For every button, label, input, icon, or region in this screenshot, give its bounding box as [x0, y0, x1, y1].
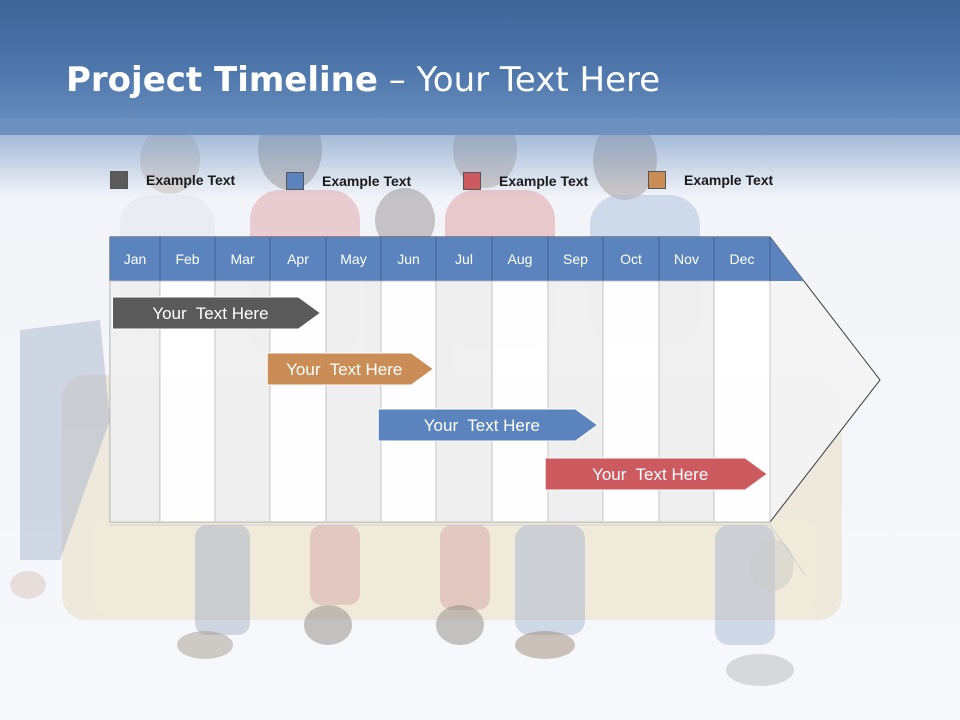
month-label: Jan [124, 251, 147, 267]
legend-swatch [463, 172, 481, 190]
month-label: Oct [620, 251, 642, 267]
timeline-bar[interactable]: Your Text Here [112, 296, 322, 330]
legend-swatch [648, 171, 666, 189]
title-band [0, 0, 960, 135]
month-label: Sep [563, 251, 588, 267]
timeline-bar-shape [377, 408, 599, 442]
slide-title: Project Timeline – Your Text Here [66, 60, 660, 100]
month-label: Jun [397, 251, 420, 267]
slide-title-rest: – Your Text Here [377, 60, 661, 100]
legend-swatch [110, 171, 128, 189]
month-label: Aug [508, 251, 533, 267]
slide-title-bold: Project Timeline [66, 60, 378, 100]
month-column [380, 280, 437, 523]
month-column [435, 280, 493, 523]
month-columns [109, 237, 771, 523]
legend-label: Example Text [499, 173, 589, 189]
timeline-bar-label: Your Text Here [286, 360, 402, 379]
month-label: Mar [230, 251, 254, 267]
timeline-bar-label: Your Text Here [592, 465, 708, 484]
timeline-bar[interactable]: Your Text Here [266, 352, 435, 386]
month-label: Apr [287, 251, 309, 267]
legend-label: Example Text [322, 173, 412, 189]
month-column [325, 280, 382, 523]
legend-label: Example Text [684, 172, 774, 188]
month-labels: Jan Feb Mar Apr May Jun Jul Aug Sep Oct Nov Dec [124, 251, 755, 267]
timeline-bar-shape [112, 296, 322, 330]
legend-label: Example Text [146, 172, 236, 188]
month-label: Feb [175, 251, 199, 267]
timeline-bar[interactable]: Your Text Here [377, 408, 599, 442]
legend-swatch [286, 172, 304, 190]
timeline-bar-shape [544, 457, 769, 491]
timeline-bar-label: Your Text Here [424, 416, 540, 435]
timeline-bar-shape [266, 352, 435, 386]
month-label: Jul [455, 251, 473, 267]
timeline-bar[interactable]: Your Text Here [544, 457, 769, 491]
month-label: May [340, 251, 366, 267]
month-label: Nov [674, 251, 699, 267]
month-column [491, 280, 549, 523]
timeline-bar-label: Your Text Here [152, 304, 268, 323]
month-label: Dec [730, 251, 755, 267]
timeline-arrow-shadow [110, 524, 806, 576]
timeline-header-strip [110, 237, 804, 281]
